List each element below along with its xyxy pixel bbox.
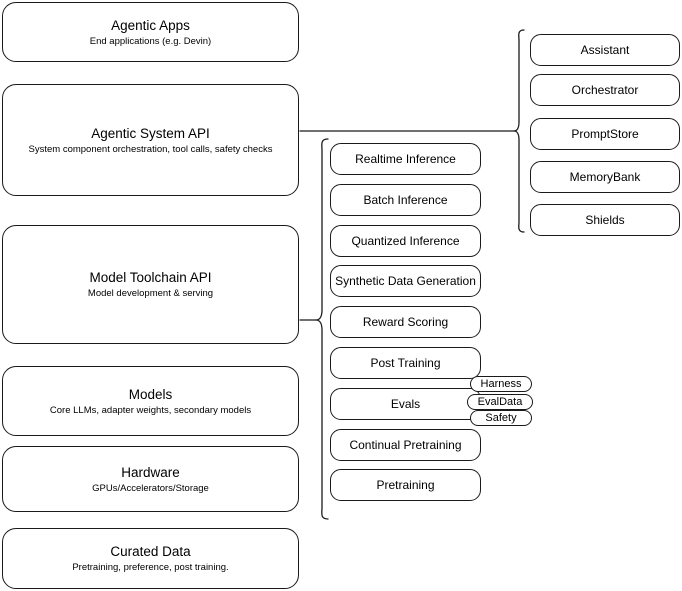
- layer-title: Model Toolchain API: [89, 270, 212, 285]
- capability-box-quantized-inference[interactable]: Quantized Inference: [330, 225, 481, 257]
- eval-pill-evaldata[interactable]: EvalData: [467, 394, 533, 410]
- component-label: PromptStore: [571, 126, 639, 141]
- layer-title: Agentic System API: [91, 125, 210, 141]
- layer-title: Hardware: [121, 464, 180, 480]
- component-label: Shields: [585, 212, 625, 227]
- layer-title: Curated Data: [110, 544, 191, 559]
- layer-subtitle: Core LLMs, adapter weights, secondary mo…: [49, 404, 252, 416]
- component-box-assistant[interactable]: Assistant: [530, 34, 680, 66]
- layer-subtitle: GPUs/Accelerators/Storage: [92, 482, 209, 494]
- layer-subtitle: End applications (e.g. Devin): [89, 35, 212, 47]
- component-box-shields[interactable]: Shields: [530, 204, 680, 236]
- layer-title: Models: [128, 386, 173, 402]
- layer-box-agentic-system-api[interactable]: Agentic System API System component orch…: [2, 84, 299, 196]
- layer-subtitle: Pretraining, preference, post training.: [72, 562, 229, 573]
- component-box-memorybank[interactable]: MemoryBank: [530, 161, 680, 193]
- layer-box-models[interactable]: Models Core LLMs, adapter weights, secon…: [2, 366, 299, 436]
- capability-label: Reward Scoring: [362, 314, 449, 329]
- capability-box-synthetic-data-generation[interactable]: Synthetic Data Generation: [330, 265, 481, 297]
- layer-subtitle: System component orchestration, tool cal…: [28, 143, 273, 155]
- capability-label: Realtime Inference: [355, 151, 456, 166]
- component-label: MemoryBank: [569, 169, 641, 184]
- capability-label: Quantized Inference: [351, 233, 460, 248]
- layer-subtitle: Model development & serving: [87, 288, 214, 299]
- capability-label: Pretraining: [376, 477, 435, 492]
- layer-box-agentic-apps[interactable]: Agentic Apps End applications (e.g. Devi…: [2, 2, 299, 62]
- component-label: Orchestrator: [571, 82, 639, 97]
- eval-pill-safety[interactable]: Safety: [470, 410, 532, 426]
- layer-box-curated-data[interactable]: Curated Data Pretraining, preference, po…: [2, 528, 299, 589]
- component-box-orchestrator[interactable]: Orchestrator: [530, 74, 680, 106]
- capability-label: Continual Pretraining: [349, 437, 462, 452]
- capability-label: Post Training: [370, 355, 441, 370]
- capability-box-reward-scoring[interactable]: Reward Scoring: [330, 306, 481, 338]
- brace-capabilities: [315, 138, 329, 520]
- component-box-promptstore[interactable]: PromptStore: [530, 118, 680, 150]
- layer-box-model-toolchain-api[interactable]: Model Toolchain API Model development & …: [2, 225, 299, 344]
- capability-box-realtime-inference[interactable]: Realtime Inference: [330, 143, 481, 175]
- capability-label: Synthetic Data Generation: [335, 273, 476, 288]
- capability-box-batch-inference[interactable]: Batch Inference: [330, 184, 481, 216]
- component-label: Assistant: [580, 42, 630, 57]
- capability-box-continual-pretraining[interactable]: Continual Pretraining: [330, 429, 481, 461]
- eval-pill-harness[interactable]: Harness: [470, 376, 532, 392]
- capability-box-pretraining[interactable]: Pretraining: [330, 469, 481, 501]
- capability-label: Evals: [390, 396, 421, 411]
- capability-box-evals[interactable]: Evals: [330, 388, 481, 420]
- capability-box-post-training[interactable]: Post Training: [330, 347, 481, 379]
- layer-box-hardware[interactable]: Hardware GPUs/Accelerators/Storage: [2, 446, 299, 512]
- brace-system-components: [513, 29, 525, 233]
- capability-label: Batch Inference: [363, 192, 448, 207]
- layer-title: Agentic Apps: [111, 17, 190, 33]
